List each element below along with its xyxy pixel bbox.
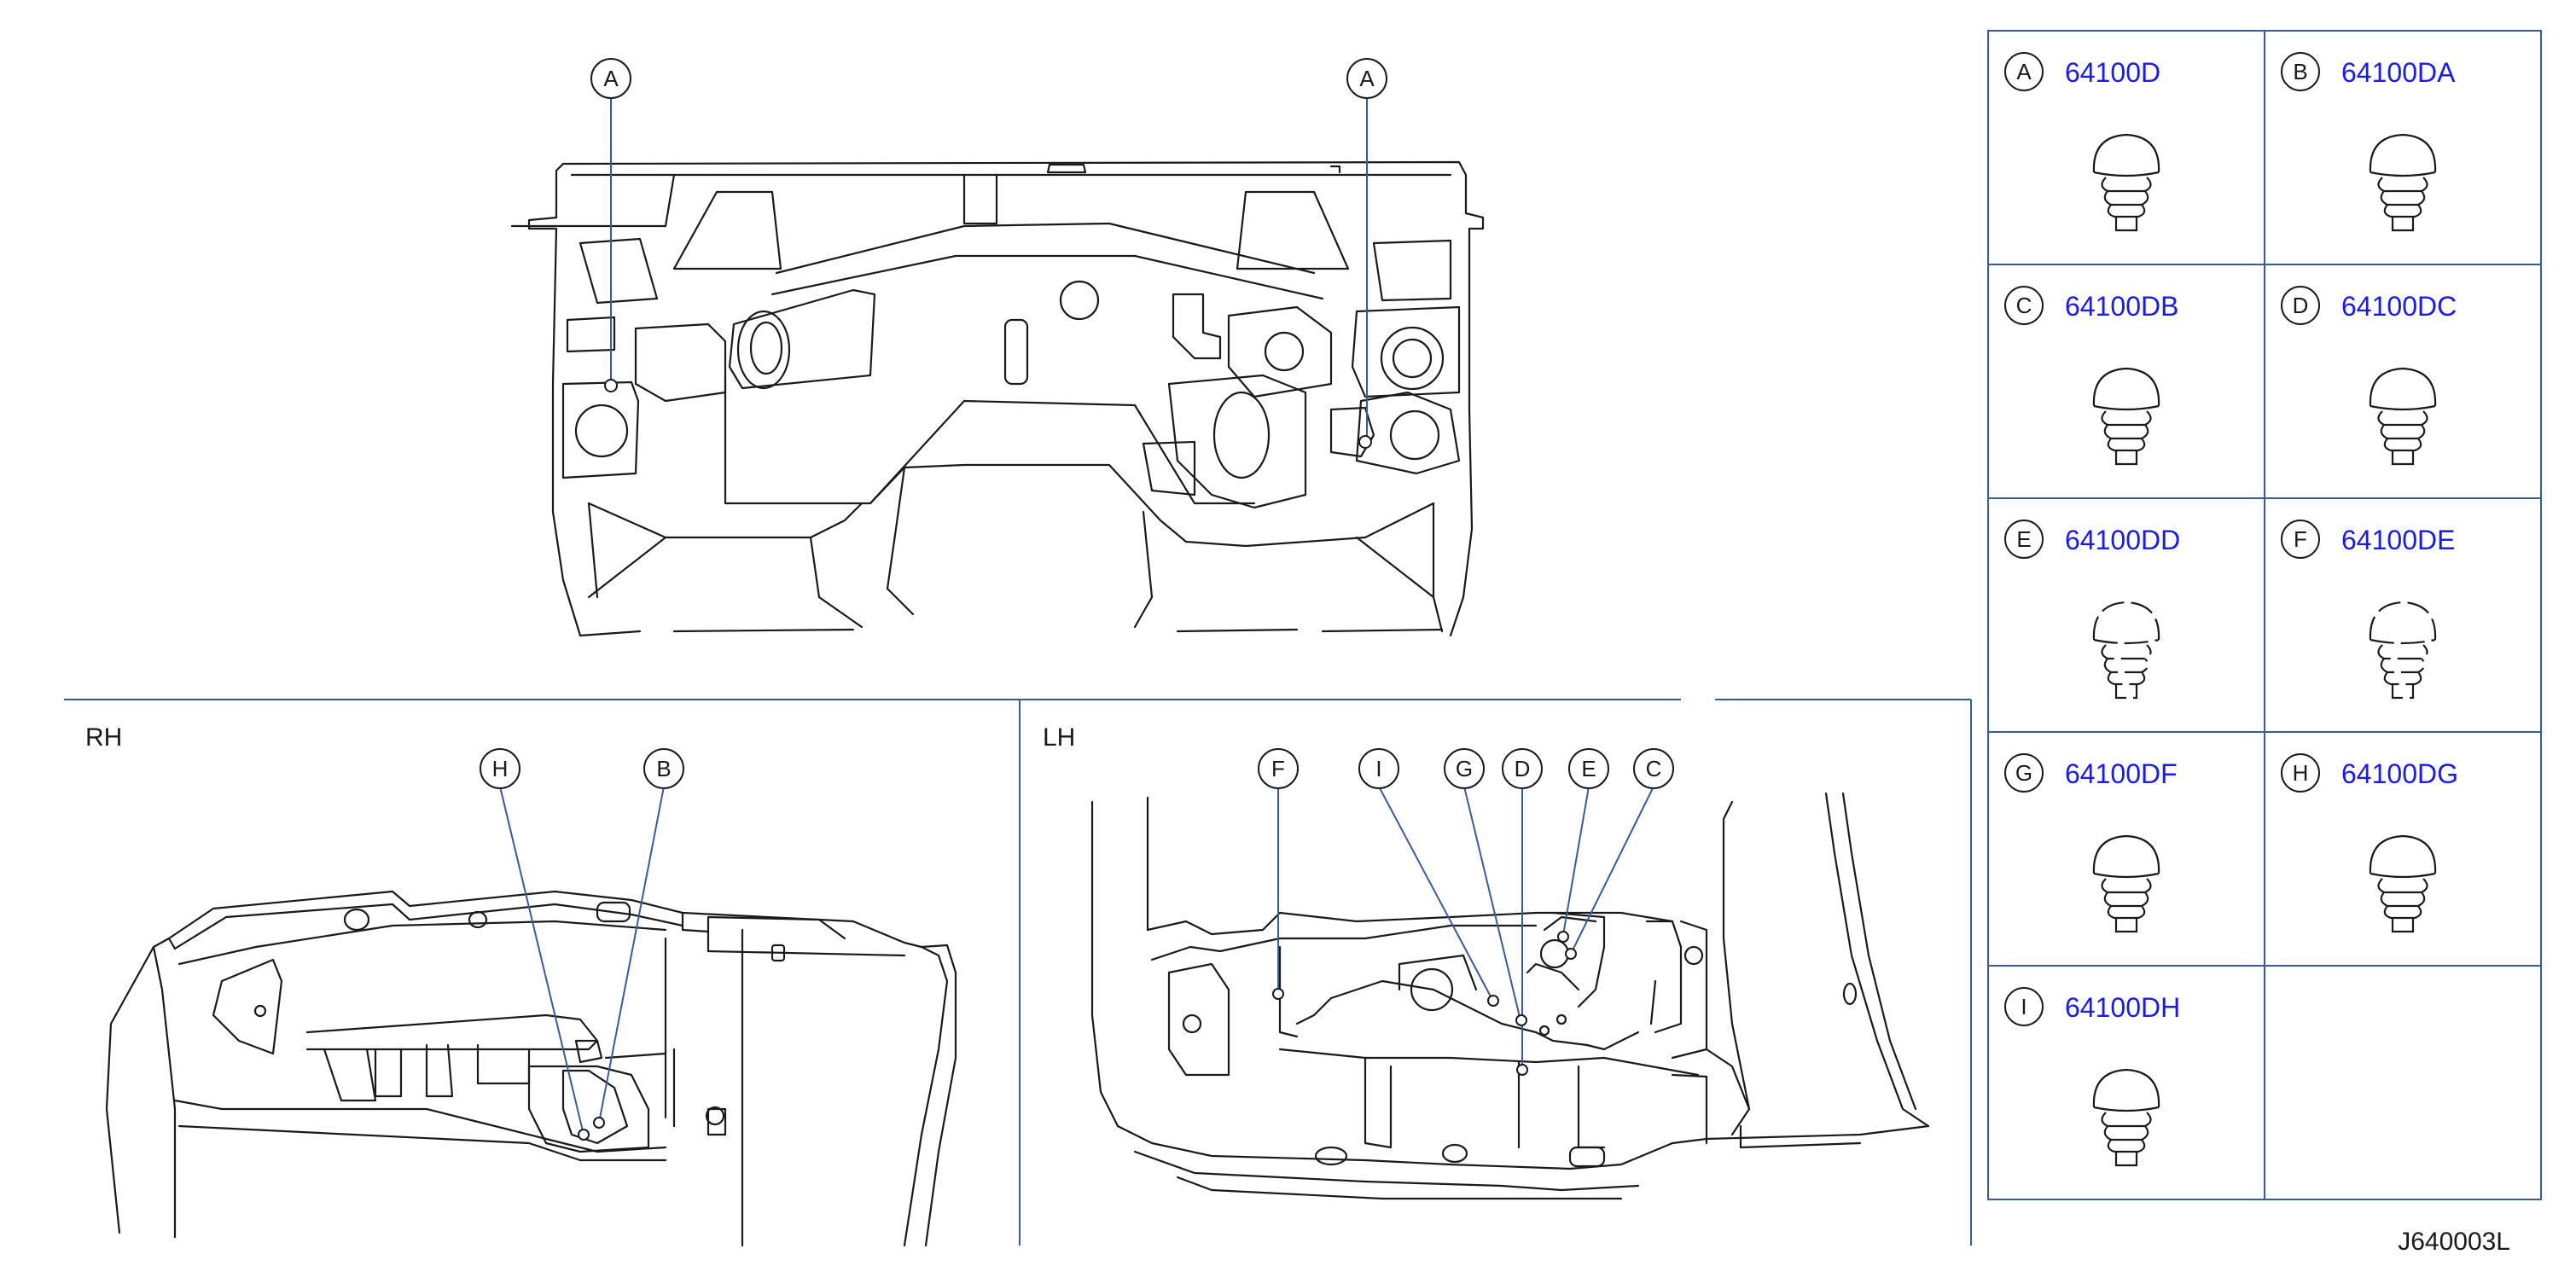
svg-text:A: A [603, 66, 619, 91]
lh-view-label: LH [1043, 723, 1075, 752]
svg-text:D: D [1515, 756, 1531, 781]
part-letter-circle [2281, 286, 2320, 325]
part-number: 64100D [2065, 57, 2160, 88]
part-letter: G [2015, 760, 2032, 786]
svg-text:E: E [1581, 756, 1596, 781]
rh-view-label: RH [85, 723, 122, 752]
lh-view-targets [1272, 931, 1577, 1076]
svg-text:C: C [1646, 756, 1662, 781]
part-letter-circle [2004, 520, 2044, 559]
part-cell-e: E 64100DD [2004, 520, 2180, 700]
svg-text:I: I [1375, 756, 1381, 781]
part-letter-circle [2281, 520, 2320, 559]
part-letter-circle [2004, 286, 2044, 325]
part-letter: I [2021, 994, 2026, 1019]
part-letter-circle [2004, 753, 2044, 793]
lh-side-view [1090, 792, 1930, 1200]
part-number: 64100DC [2341, 291, 2457, 322]
part-letter-circle [2281, 753, 2320, 793]
callout-rh-h: H [480, 748, 520, 789]
callout-top-a-left: A [590, 58, 631, 99]
callout-lh-g: G [1444, 748, 1485, 789]
part-letter: B [2293, 59, 2307, 84]
top-view-targets [604, 379, 1372, 449]
push-clip-icon [2369, 133, 2437, 232]
part-letter-circle [2004, 987, 2044, 1026]
part-letter: F [2294, 526, 2307, 552]
callout-lh-e: E [1568, 748, 1609, 789]
part-cell-a: A 64100D [2004, 52, 2160, 232]
part-letter-circle [2281, 52, 2320, 91]
part-letter-circle [2004, 52, 2044, 91]
part-letter: D [2293, 293, 2309, 318]
part-number: 64100DA [2341, 57, 2456, 88]
part-cell-c: C 64100DB [2004, 286, 2178, 466]
part-number: 64100DH [2065, 992, 2180, 1023]
part-letter: C [2016, 293, 2032, 318]
part-number: 64100DG [2341, 758, 2458, 789]
svg-text:A: A [1359, 66, 1375, 91]
rh-side-view [105, 890, 957, 1247]
push-clip-icon [2092, 601, 2160, 700]
part-cell-b: B 64100DA [2281, 52, 2456, 232]
svg-text:H: H [492, 756, 509, 781]
view-dividers [64, 699, 1972, 1246]
push-clip-icon [2369, 601, 2437, 700]
part-number: 64100DF [2065, 758, 2178, 789]
diagram-id: J640003L [2398, 1228, 2510, 1256]
dash-panel-top-view [510, 160, 1485, 637]
part-letter: A [2016, 59, 2032, 84]
top-view-leaders [610, 96, 1368, 439]
push-clip-icon [2092, 367, 2160, 466]
svg-text:F: F [1271, 756, 1285, 781]
svg-text:G: G [1456, 756, 1473, 781]
callout-lh-f: F [1258, 748, 1299, 789]
part-letter: E [2016, 526, 2031, 552]
callout-lh-d: D [1502, 748, 1543, 789]
push-clip-icon [2092, 1068, 2160, 1167]
callout-top-a-right: A [1346, 58, 1387, 99]
part-cell-f: F 64100DE [2281, 520, 2455, 700]
part-cell-g: G 64100DF [2004, 753, 2178, 933]
part-number: 64100DE [2341, 525, 2455, 555]
push-clip-icon [2092, 133, 2160, 232]
part-number: 64100DD [2065, 525, 2180, 555]
push-clip-icon [2369, 367, 2437, 466]
rh-view-leaders [499, 786, 665, 1135]
push-clip-icon [2369, 834, 2437, 933]
parts-table-grid [1987, 30, 2542, 1200]
part-number: 64100DB [2065, 291, 2178, 322]
part-cell-h: H 64100DG [2281, 753, 2458, 933]
callout-lh-c: C [1633, 748, 1674, 789]
push-clip-icon [2092, 834, 2160, 933]
rh-view-targets [578, 1117, 605, 1141]
svg-text:B: B [656, 756, 671, 781]
part-cell-i: I 64100DH [2004, 987, 2180, 1167]
callout-lh-i: I [1358, 748, 1399, 789]
callout-rh-b: B [643, 748, 684, 789]
part-cell-d: D 64100DC [2281, 286, 2457, 466]
part-letter: H [2293, 760, 2309, 786]
